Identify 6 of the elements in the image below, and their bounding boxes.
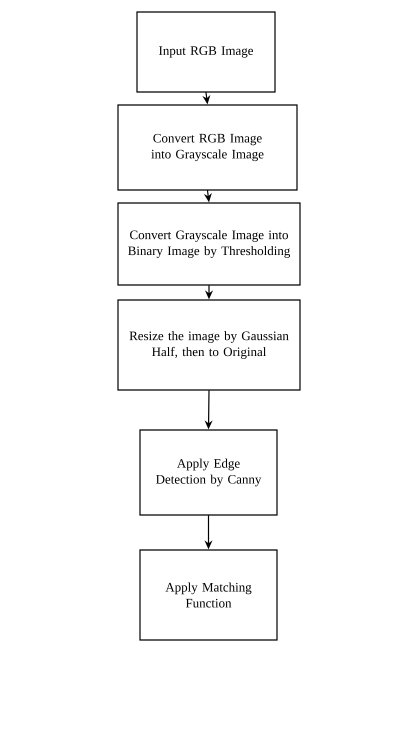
process-box: Resize the image by Gaussian Half, then to Original [117,299,301,391]
process-box: Input RGB Image [136,11,276,93]
process-box: Convert Grayscale Image into Binary Image by Thresholding [117,202,301,286]
process-box: Apply Edge Detection by Canny [139,429,278,516]
process-box: Apply Matching Function [139,549,278,641]
process-box: Convert RGB Image into Grayscale Image [117,104,298,191]
